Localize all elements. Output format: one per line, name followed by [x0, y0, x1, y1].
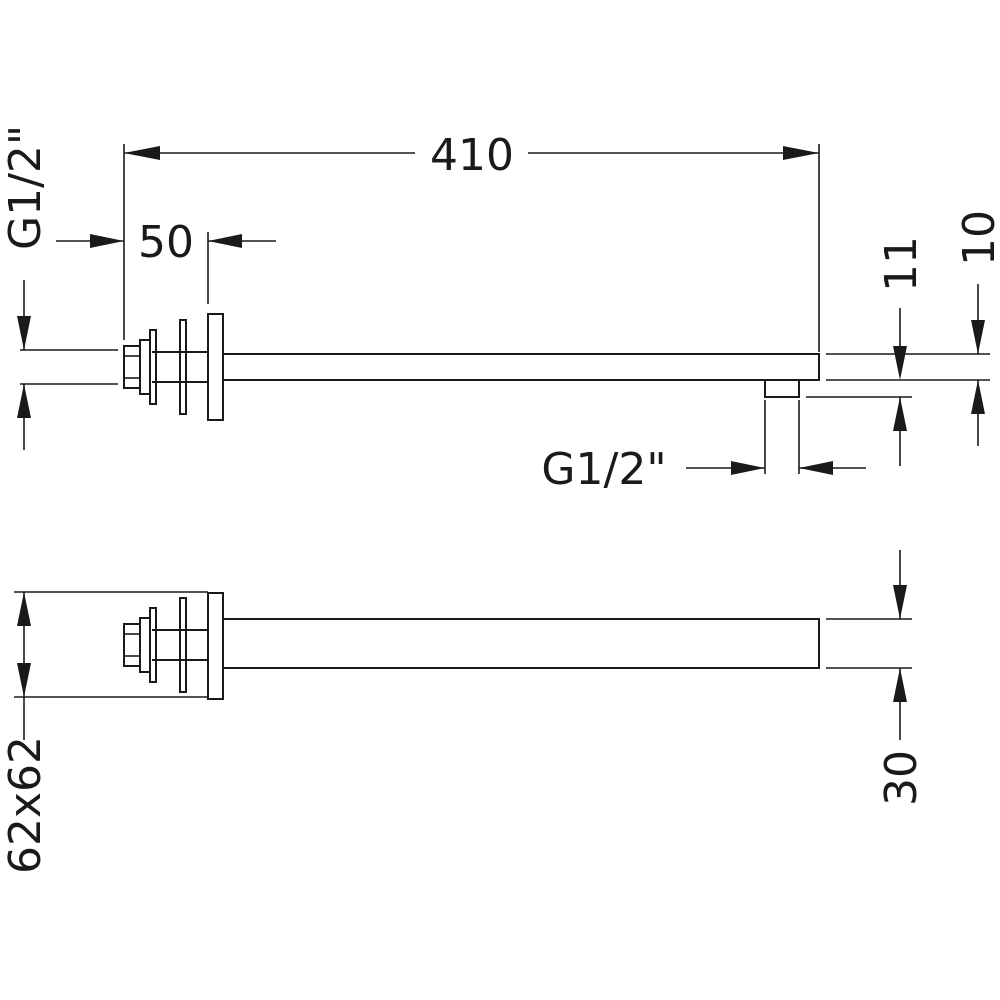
shower-arm-top	[222, 618, 820, 669]
top-view: 62x62 30	[0, 550, 927, 874]
dim-outlet-thread: G1/2"	[541, 444, 666, 495]
nut	[139, 339, 151, 395]
dim-height-11: 11	[876, 236, 927, 292]
dim-overall-length: 410	[430, 130, 514, 181]
wall-flange	[207, 313, 224, 421]
inlet-nut-top	[123, 623, 141, 667]
dim-height-10: 10	[954, 210, 1000, 266]
nut-top	[139, 617, 151, 673]
dim-wall-depth: 50	[138, 217, 194, 268]
wall-flange-top	[207, 592, 224, 700]
dim-inlet-thread: G1/2"	[0, 125, 51, 250]
washer	[179, 319, 187, 415]
outlet-nipple	[764, 379, 800, 398]
shower-arm	[222, 353, 820, 381]
washer-top	[179, 597, 187, 693]
dim-arm-width: 30	[876, 750, 927, 806]
side-view: 410 50 G1/2" G1/2" 11	[0, 125, 1000, 495]
dim-flange-size: 62x62	[0, 736, 51, 874]
inlet-nut	[123, 345, 141, 389]
